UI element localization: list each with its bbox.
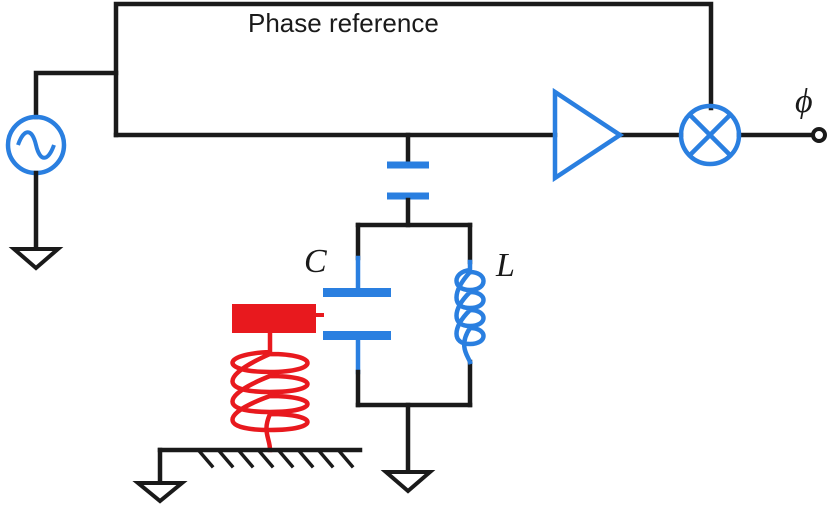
ground-icon <box>8 247 64 271</box>
mechanical-resonator <box>230 304 324 453</box>
amplifier-icon <box>552 87 625 183</box>
mechanical-ground <box>132 447 363 504</box>
output-phi-label: ϕ <box>795 83 813 120</box>
coupling-capacitor <box>387 132 429 228</box>
inductor-label: L <box>495 247 515 284</box>
lc-tank <box>355 222 473 471</box>
ac-source-icon <box>5 114 67 176</box>
capacitor-label: C <box>304 243 327 280</box>
phase-reference-loop <box>33 1 815 138</box>
output-terminal <box>811 127 827 143</box>
inductor-coil <box>454 259 486 365</box>
ground-icon <box>380 470 436 494</box>
mixer-icon <box>678 103 742 167</box>
variable-capacitor <box>323 288 391 340</box>
phase-reference-label: Phase reference <box>248 8 439 38</box>
